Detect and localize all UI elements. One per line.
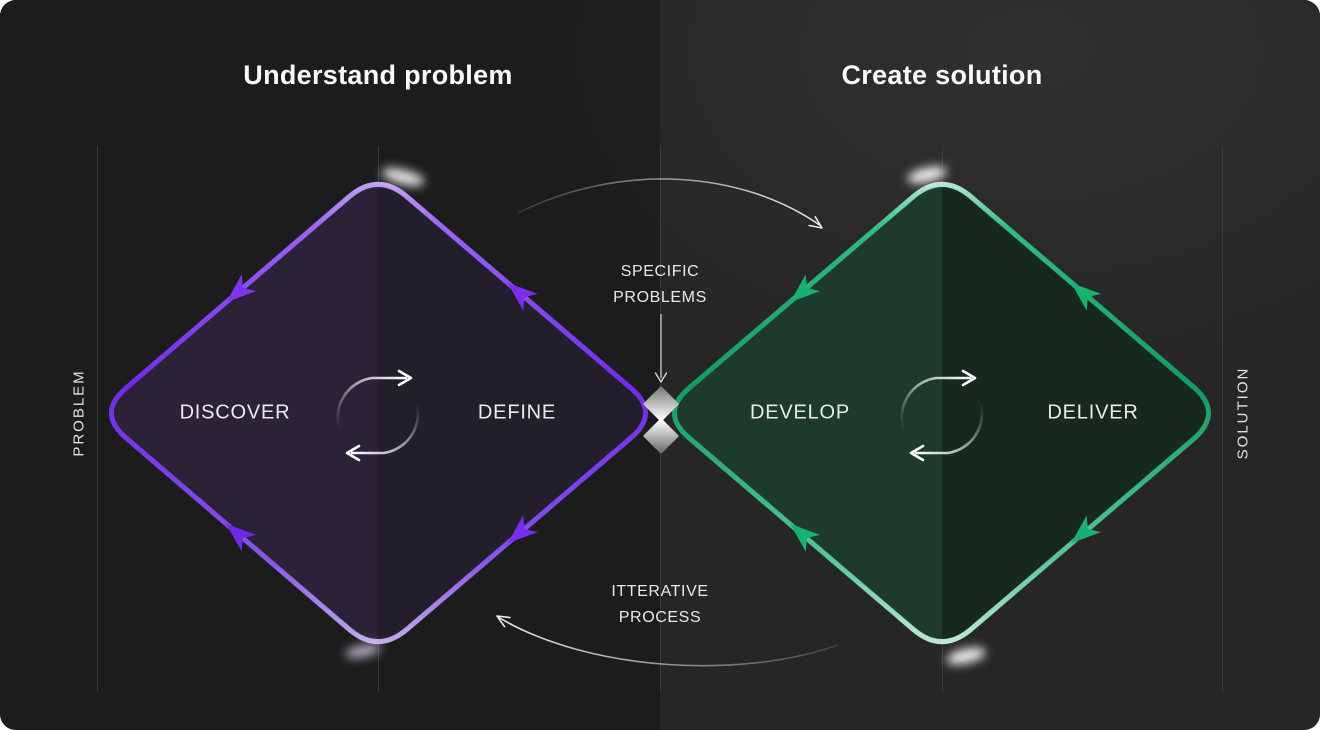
double-diamond-divider-icon (643, 386, 679, 454)
specific-problems-annotation: SPECIFIC PROBLEMS (613, 259, 707, 311)
phase-label-develop: DEVELOP (749, 401, 851, 424)
specific-problems-pointer-icon (654, 314, 668, 383)
specific-problems-line1: SPECIFIC (620, 263, 700, 280)
curved-arrow-right-icon (517, 178, 823, 229)
specific-problems-line2: PROBLEMS (613, 289, 707, 306)
outline-glow-highlights (345, 166, 986, 665)
phase-label-discover: DISCOVER (179, 401, 291, 424)
problem-axis-label: PROBLEM (70, 369, 88, 457)
left-section-title: Understand problem (243, 60, 513, 90)
solution-axis-label: SOLUTION (1234, 366, 1252, 460)
problem-diamond-outline (109, 182, 648, 644)
itterative-process-line1: ITTERATIVE (611, 583, 709, 600)
solution-diamond-outline (672, 182, 1211, 644)
itterative-process-line2: PROCESS (618, 609, 702, 626)
curved-arrow-left-icon (496, 615, 839, 667)
phase-label-define: DEFINE (477, 401, 557, 424)
right-section-title: Create solution (841, 60, 1043, 90)
itterative-process-annotation: ITTERATIVE PROCESS (611, 579, 708, 631)
phase-label-deliver: DELIVER (1047, 401, 1139, 424)
